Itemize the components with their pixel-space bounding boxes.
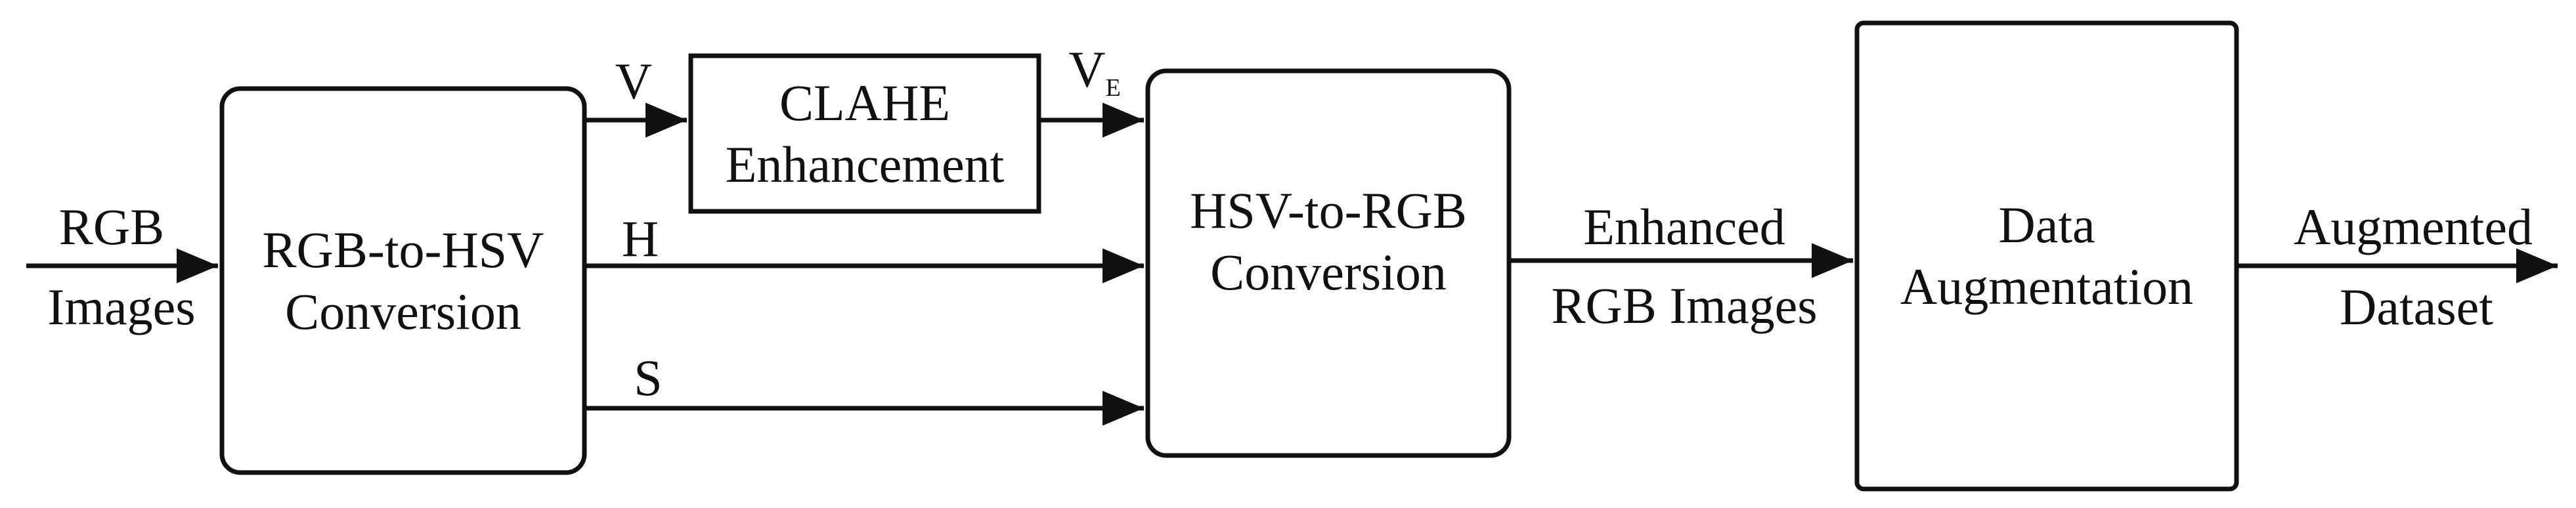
augmentation-text: Data Augmentation <box>1857 23 2237 489</box>
output-label-line1: Augmented <box>2294 198 2533 255</box>
enhanced-label-line1: Enhanced <box>1583 198 1785 255</box>
clahe-text: CLAHE Enhancement <box>691 56 1039 211</box>
augmentation-line1: Data <box>1998 196 2095 253</box>
ve-channel-subscript: E <box>1105 74 1121 102</box>
clahe-box <box>688 53 1041 214</box>
rgb-to-hsv-text: RGB-to-HSV Conversion <box>222 89 584 473</box>
hsv-to-rgb-text: HSV-to-RGB Conversion <box>1148 71 1509 412</box>
rgb-to-hsv-line2: Conversion <box>285 282 521 340</box>
ve-channel-label: VE <box>1059 39 1131 109</box>
enhanced-label-line2: RGB Images <box>1551 277 1818 334</box>
v-channel-label: V <box>615 53 653 110</box>
augmentation-line2: Augmentation <box>1900 258 2194 315</box>
s-channel-label: S <box>634 349 663 406</box>
output-label-line2: Dataset <box>2340 278 2493 335</box>
hsv-to-rgb-box <box>1145 68 1512 458</box>
h-channel-label: H <box>621 210 659 267</box>
clahe-line1: CLAHE <box>779 74 950 131</box>
data-augmentation-box <box>1854 20 2239 492</box>
hsv-to-rgb-line1: HSV-to-RGB <box>1190 182 1467 239</box>
ve-channel-main: V <box>1068 41 1106 98</box>
input-label-line2: Images <box>47 278 196 335</box>
rgb-to-hsv-box <box>219 86 587 475</box>
hsv-to-rgb-line2: Conversion <box>1210 243 1447 301</box>
input-label-line1: RGB <box>58 198 165 255</box>
clahe-line2: Enhancement <box>725 135 1005 193</box>
rgb-to-hsv-line1: RGB-to-HSV <box>262 221 544 278</box>
